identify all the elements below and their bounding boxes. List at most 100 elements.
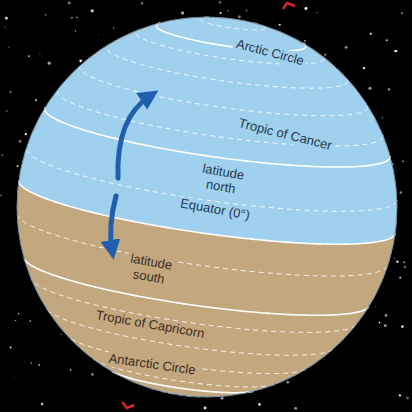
latitude-circle [24, 259, 368, 316]
star [29, 320, 31, 322]
star [279, 24, 281, 26]
star [48, 62, 51, 65]
star [286, 381, 289, 384]
star [345, 46, 348, 49]
star [141, 2, 143, 4]
star [386, 39, 388, 41]
globe [17, 17, 397, 397]
star [393, 257, 395, 259]
latitude-line [161, 391, 200, 397]
latitude-label: Tropic of Capricorn [92, 308, 209, 343]
star [388, 88, 390, 90]
star [6, 110, 8, 112]
star [17, 165, 19, 167]
star [316, 12, 317, 13]
latitude-label: Arctic Circle [232, 36, 309, 70]
star [8, 47, 9, 48]
star [227, 10, 229, 12]
star [370, 33, 372, 35]
star [384, 324, 387, 327]
star [400, 191, 403, 194]
axis-mark [283, 3, 295, 9]
star [70, 369, 72, 371]
star [204, 407, 207, 410]
star [113, 27, 114, 28]
star [403, 261, 405, 263]
star [39, 53, 40, 54]
star [396, 260, 398, 262]
star [376, 111, 378, 113]
star [15, 320, 16, 321]
star [294, 407, 297, 410]
star [401, 12, 403, 14]
star [406, 396, 409, 399]
star [71, 17, 73, 19]
latitude-label: latitude north [196, 161, 248, 199]
star [75, 30, 76, 31]
latitude-label: latitude south [124, 251, 176, 289]
star [374, 306, 376, 308]
star [18, 313, 19, 314]
star [399, 394, 401, 396]
star [401, 325, 404, 328]
star [38, 364, 40, 366]
star [304, 7, 307, 10]
latitude-line [106, 45, 348, 88]
star [379, 322, 381, 324]
star [399, 277, 401, 279]
star [0, 194, 2, 196]
star [246, 10, 248, 12]
star [28, 55, 30, 57]
star [10, 347, 12, 349]
latitude-label: Antarctic Circle [105, 351, 200, 379]
star [324, 54, 326, 56]
northern-hemisphere [19, 18, 397, 245]
star [238, 15, 241, 18]
star [368, 87, 371, 90]
latitude-line [17, 214, 387, 276]
star [41, 403, 44, 406]
latitude-label: Equator (0°) [176, 196, 254, 224]
north-arrow [118, 96, 150, 178]
star [385, 314, 388, 317]
star [79, 60, 82, 63]
star [97, 34, 99, 36]
star [4, 26, 5, 27]
star [394, 50, 396, 52]
star [219, 1, 222, 4]
star [76, 17, 77, 18]
star [13, 377, 15, 379]
star [304, 40, 306, 42]
latitude-label: Tropic of Cancer [234, 115, 336, 154]
star [91, 9, 94, 12]
latitude-line [57, 89, 383, 146]
star [402, 161, 403, 162]
star [45, 14, 46, 15]
southern-hemisphere [17, 17, 397, 397]
star [61, 334, 62, 335]
globe-outline [17, 17, 397, 397]
star [219, 12, 221, 14]
star [382, 117, 384, 119]
latitude-circle [156, 23, 306, 51]
axis-marks [122, 3, 295, 408]
star [30, 362, 31, 363]
star [258, 403, 261, 406]
star [221, 397, 224, 400]
star [19, 140, 22, 143]
star [404, 266, 406, 268]
star [35, 99, 37, 101]
axis-mark [122, 402, 134, 408]
star [25, 133, 27, 135]
star [91, 373, 94, 376]
star [10, 91, 12, 93]
south-arrow [111, 196, 116, 250]
latitude-line [80, 65, 368, 116]
star [2, 154, 4, 156]
star [181, 11, 184, 14]
direction-arrows [111, 96, 150, 250]
star [68, 2, 71, 5]
star [23, 361, 25, 363]
